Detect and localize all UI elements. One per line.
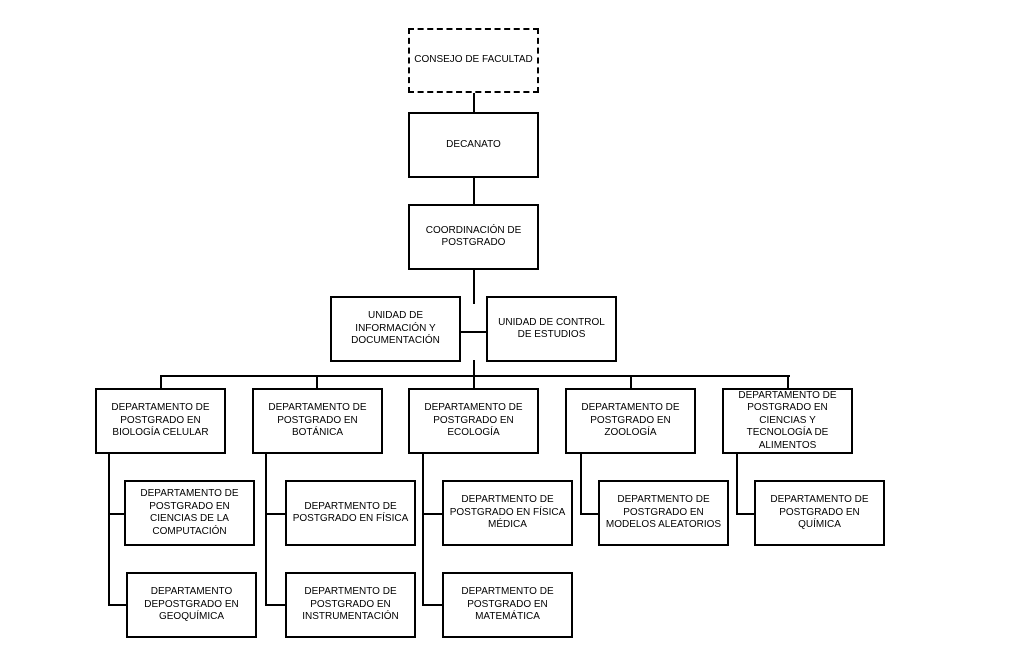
sub-department-box: DEPARTAMENTO DE POSTGRADO EN CIENCIAS DE… [124, 480, 255, 546]
connector-line [422, 453, 424, 606]
sub-department-label: DEPARTMENTO DE POSTGRADO EN FÍSICA MÉDIC… [449, 494, 566, 531]
deanery-label: DECANATO [446, 138, 501, 150]
sub-department-label: DEPARTAMENTO DEPOSTGRADO EN GEOQUÍMICA [144, 586, 239, 623]
department-box: DEPARTAMENTO DE POSTGRADO EN BIOLOGÍA CE… [95, 388, 226, 454]
sub-department-label: DEPARTMENTO DE POSTGRADO EN MODELOS ALEA… [605, 494, 722, 531]
unit-information-label: UNIDAD DE INFORMACIÓN Y DOCUMENTACIÓN [351, 310, 440, 347]
connector-line [473, 360, 475, 376]
connector-line [422, 604, 444, 606]
sub-department-label: DEPARTMENTO DE POSTGRADO EN FÍSICA [292, 500, 409, 525]
sub-department-label: DEPARTMENTO DE POSTGRADO EN MATEMÁTICA [461, 586, 554, 623]
sub-department-box: DEPARTAMENTO DEPOSTGRADO EN GEOQUÍMICA [126, 572, 257, 638]
connector-line [736, 453, 738, 515]
connector-line [108, 453, 110, 606]
connector-line [265, 453, 267, 606]
connector-line [787, 375, 789, 389]
connector-line [630, 375, 632, 389]
department-box: DEPARTAMENTO DE POSTGRADO EN ECOLOGÍA [408, 388, 539, 454]
unit-information-box: UNIDAD DE INFORMACIÓN Y DOCUMENTACIÓN [330, 296, 461, 362]
connector-line [473, 375, 475, 389]
sub-department-box: DEPARTMENTO DE POSTGRADO EN MATEMÁTICA [442, 572, 573, 638]
council-label: CONSEJO DE FACULTAD [414, 54, 533, 66]
coordination-label: COORDINACIÓN DE POSTGRADO [425, 224, 522, 249]
connector-line [422, 513, 444, 515]
connector-line [473, 92, 475, 304]
department-label: DEPARTAMENTO DE POSTGRADO EN BIOLOGÍA CE… [111, 402, 210, 439]
sub-department-label: DEPARTMENTO DE POSTGRADO EN INSTRUMENTAC… [302, 586, 399, 623]
sub-department-label: DEPARTAMENTO DE POSTGRADO EN CIENCIAS DE… [140, 488, 239, 537]
connector-line [108, 604, 128, 606]
department-box: DEPARTAMENTO DE POSTGRADO EN BOTÁNICA [252, 388, 383, 454]
sub-department-box: DEPARTMENTO DE POSTGRADO EN MODELOS ALEA… [598, 480, 729, 546]
department-label: DEPARTAMENTO DE POSTGRADO EN ZOOLOGÍA [581, 402, 680, 439]
sub-department-box: DEPARTMENTO DE POSTGRADO EN FÍSICA [285, 480, 416, 546]
council-box: CONSEJO DE FACULTAD [408, 28, 539, 93]
department-box: DEPARTAMENTO DE POSTGRADO EN CIENCIAS Y … [722, 388, 853, 454]
department-label: DEPARTAMENTO DE POSTGRADO EN CIENCIAS Y … [738, 389, 837, 451]
coordination-box: COORDINACIÓN DE POSTGRADO [408, 204, 539, 270]
connector-line [736, 513, 756, 515]
connector-line [160, 375, 162, 389]
connector-line [316, 375, 318, 389]
connector-line [108, 513, 126, 515]
connector-line [265, 513, 287, 515]
department-label: DEPARTAMENTO DE POSTGRADO EN BOTÁNICA [268, 402, 367, 439]
sub-department-box: DEPARTMENTO DE POSTGRADO EN INSTRUMENTAC… [285, 572, 416, 638]
unit-control-box: UNIDAD DE CONTROL DE ESTUDIOS [486, 296, 617, 362]
connector-line [580, 453, 582, 515]
connector-line [460, 331, 488, 333]
connector-line [265, 604, 287, 606]
department-box: DEPARTAMENTO DE POSTGRADO EN ZOOLOGÍA [565, 388, 696, 454]
connector-line [580, 513, 600, 515]
sub-department-box: DEPARTMENTO DE POSTGRADO EN FÍSICA MÉDIC… [442, 480, 573, 546]
connector-line [160, 375, 790, 377]
deanery-box: DECANATO [408, 112, 539, 178]
sub-department-box: DEPARTAMENTO DE POSTGRADO EN QUÍMICA [754, 480, 885, 546]
department-label: DEPARTAMENTO DE POSTGRADO EN ECOLOGÍA [424, 402, 523, 439]
unit-control-label: UNIDAD DE CONTROL DE ESTUDIOS [498, 316, 605, 341]
sub-department-label: DEPARTAMENTO DE POSTGRADO EN QUÍMICA [770, 494, 869, 531]
